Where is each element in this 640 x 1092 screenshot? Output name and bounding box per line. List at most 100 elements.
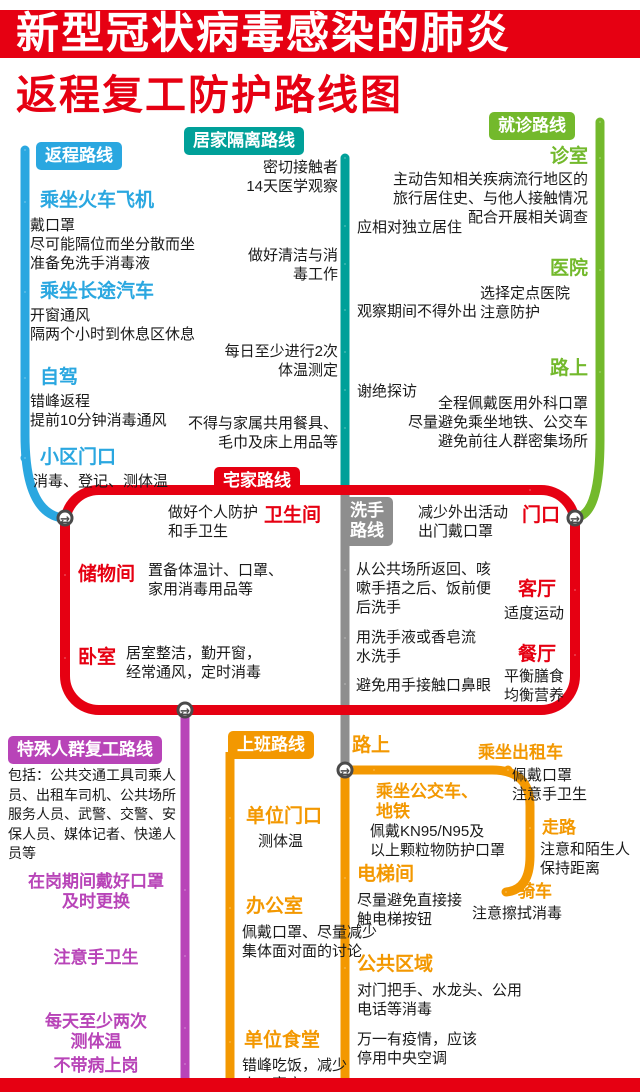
station-dot [340, 153, 350, 163]
station-on-the-way-work-name: 路上 [352, 735, 391, 756]
station-dot [595, 367, 605, 377]
station-bus-subway-desc: 佩戴KN95/N95及 以上颗粒物防护口罩 [370, 823, 506, 860]
station-coach-desc: 开窗通风 隔两个小时到休息区休息 [30, 307, 196, 344]
home-route-loop [60, 485, 580, 715]
station-dot [369, 765, 379, 775]
station-doorway-name: 门口 [522, 505, 561, 526]
station-public-area-name: 公共区域 [357, 954, 434, 975]
station-dining-room-desc: 平衡膳食 均衡营养 [504, 668, 565, 705]
transfer-icon [566, 509, 584, 527]
station-dot [180, 951, 190, 961]
station-dot [525, 823, 535, 833]
handwash-note-0: 从公共场所返回、咳 嗽手捂之后、饭前便 后洗手 [356, 561, 492, 617]
station-public-area-desc: 对门把手、水龙头、公用 电话等消毒 [357, 982, 523, 1019]
transfer-icon [336, 761, 354, 779]
station-dot [595, 117, 605, 127]
station-dot [501, 887, 511, 897]
station-bike-desc: 注意擦拭消毒 [472, 905, 563, 922]
route-badge-handwash: 洗手 路线 [341, 497, 393, 546]
quarantine-note-0: 密切接触者 14天医学观察 [246, 159, 338, 196]
station-bathroom-name: 卫生间 [264, 505, 322, 526]
station-dot [340, 873, 350, 883]
station-dot [340, 633, 350, 643]
route-badge-return: 返程路线 [36, 142, 122, 171]
station-dot [225, 903, 235, 913]
station-train-plane-name: 乘坐火车飞机 [40, 190, 155, 211]
route-badge-work: 上班路线 [228, 731, 314, 760]
station-dot [570, 585, 580, 595]
station-consult-room-name: 诊室 [549, 146, 588, 167]
station-dot [180, 1059, 190, 1069]
station-dot [20, 453, 30, 463]
station-community-gate-name: 小区门口 [40, 447, 117, 468]
station-office-gate-name: 单位门口 [246, 806, 323, 827]
special-station-1: 注意手卫生 [53, 948, 139, 967]
station-elevator-desc: 尽量避免直接接 触电梯按钮 [357, 892, 463, 929]
station-dot [340, 221, 350, 231]
station-walk-desc: 注意和陌生人 保持距离 [540, 841, 631, 878]
station-self-drive-name: 自驾 [40, 367, 79, 388]
station-dot [20, 145, 30, 155]
page-title: 新型冠状病毒感染的肺炎 [0, 10, 640, 58]
station-dot [225, 1037, 235, 1047]
public-area-epidemic-note: 万一有疫情，应该 停用中央空调 [357, 1031, 478, 1068]
station-self-drive-desc: 错峰返程 提前10分钟消毒通风 [30, 393, 167, 430]
quarantine-note-1: 应相对独立居住 [357, 219, 463, 236]
station-dot [595, 153, 605, 163]
station-dot [595, 265, 605, 275]
station-on-the-way-desc: 全程佩戴医用外科口罩 尽量避免乘坐地铁、公交车 避免前往人群密集场所 [407, 395, 588, 451]
station-dot [340, 385, 350, 395]
station-bedroom-desc: 居室整洁，勤开窗， 经常通风，定时消毒 [126, 645, 262, 682]
station-taxi-name: 乘坐出租车 [478, 743, 563, 762]
station-storage-room-name: 储物间 [78, 564, 136, 585]
station-office-gate-desc: 测体温 [258, 833, 304, 850]
special-station-0: 在岗期间戴好口罩 及时更换 [28, 872, 164, 911]
route-badge-quarantine: 居家隔离路线 [184, 127, 304, 156]
station-bike-name: 骑车 [518, 882, 552, 901]
station-dot [180, 1023, 190, 1033]
special-station-3: 不带病上岗 [53, 1056, 139, 1075]
station-dot [340, 963, 350, 973]
special-station-2: 每天至少两次 测体温 [45, 1012, 147, 1051]
station-dot [225, 813, 235, 823]
station-dot [340, 679, 350, 689]
station-dot [340, 305, 350, 315]
station-consult-room-desc: 主动告知相关疾病流行地区的 旅行居住史、与他人接触情况 配合开展相关调查 [392, 171, 588, 227]
page-subtitle: 返程复工防护路线图 [16, 72, 403, 118]
station-hospital-desc: 选择定点医院 注意防护 [480, 285, 571, 322]
route-badge-medical: 就诊路线 [489, 112, 575, 141]
handwash-note-1: 用洗手液或香皂流 水洗手 [356, 629, 477, 666]
quarantine-note-6: 不得与家属共用餐具、 毛巾及床上用品等 [187, 415, 338, 452]
station-dot [503, 765, 513, 775]
station-dot [60, 653, 70, 663]
station-dot [20, 373, 30, 383]
return-route-line [20, 150, 64, 523]
station-dining-room-name: 餐厅 [518, 644, 557, 665]
route-badge-home: 宅家路线 [214, 467, 300, 496]
special-route-note: 包括：公共交通工具司乘人 员、出租车司机、公共场所 服务人员、武警、交警、安 保… [8, 767, 176, 862]
station-bedroom-name: 卧室 [78, 647, 117, 668]
station-bathroom-desc: 做好个人防护 和手卫生 [168, 504, 259, 541]
bottom-bar [0, 1078, 640, 1092]
station-dot [570, 650, 580, 660]
station-doorway-desc: 减少外出活动 出门戴口罩 [418, 504, 509, 541]
station-elevator-name: 电梯间 [357, 864, 415, 885]
quarantine-note-2: 做好清洁与消 毒工作 [247, 247, 338, 284]
station-dot [180, 885, 190, 895]
station-coach-name: 乘坐长途汽车 [40, 281, 155, 302]
quarantine-note-3: 观察期间不得外出 [357, 303, 478, 320]
quarantine-note-4: 每日至少进行2次 体温测定 [224, 343, 338, 380]
handwash-note-2: 避免用手接触口鼻眼 [356, 677, 492, 694]
station-dot [525, 485, 535, 495]
station-living-room-name: 客厅 [518, 579, 557, 600]
station-dot [340, 347, 350, 357]
station-living-room-desc: 适度运动 [504, 605, 565, 622]
station-storage-room-desc: 置备体温计、口罩、 家用消毒用品等 [148, 562, 284, 599]
station-dot [60, 570, 70, 580]
station-on-the-way-name: 路上 [549, 358, 588, 379]
station-bus-subway-name: 乘坐公交车、 地铁 [376, 782, 478, 821]
station-office-name: 办公室 [246, 896, 304, 917]
station-canteen-name: 单位食堂 [244, 1030, 321, 1051]
station-community-gate-desc: 消毒、登记、测体温 [33, 473, 169, 490]
